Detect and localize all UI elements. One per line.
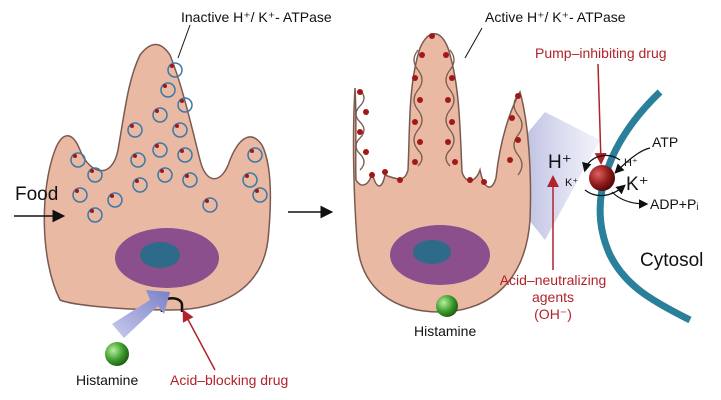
k-plus-cytosol-label: K⁺ xyxy=(626,174,649,195)
histamine-molecule-right xyxy=(436,295,458,317)
h-plus-lumen-label: H⁺ xyxy=(548,152,572,173)
acid-neutralizing-label-line3: (OH⁻) xyxy=(534,306,572,322)
k-plus-influx-arrow xyxy=(584,184,626,197)
food-label: Food xyxy=(15,184,58,205)
inactive-parietal-cell xyxy=(43,43,272,312)
acid-blocking-drug-arrow xyxy=(182,309,216,371)
histamine-label-left: Histamine xyxy=(76,372,138,388)
atp-label: ATP xyxy=(652,134,678,150)
active-pump-pointer xyxy=(464,27,483,59)
canaliculus-edges xyxy=(355,49,523,176)
adp-pi-label: ADP+Pᵢ xyxy=(650,196,699,212)
active-nucleus-core xyxy=(413,240,451,264)
acid-neutralizing-label-line1: Acid–neutralizing xyxy=(500,272,607,288)
active-pump-label: Active H⁺/ K⁺- ATPase xyxy=(485,9,626,25)
atp-arrow xyxy=(614,147,651,174)
histamine-label-right: Histamine xyxy=(414,323,476,339)
k-plus-outer-small-label: K⁺ xyxy=(565,177,578,189)
acid-blocking-drug-label: Acid–blocking drug xyxy=(170,372,288,388)
pump-protein xyxy=(589,165,615,191)
inactive-pump-vesicles xyxy=(70,62,268,223)
inactive-cell-body xyxy=(43,43,272,311)
histamine-activation-arrow xyxy=(112,290,170,338)
cell-membrane xyxy=(596,89,692,324)
inactive-nucleus-core xyxy=(140,242,180,268)
inactive-pump-dots xyxy=(73,64,259,213)
acid-neutralizing-label-line2: agents xyxy=(532,289,574,305)
cytosol-label: Cytosol xyxy=(640,250,703,271)
pump-inhibiting-drug-label: Pump–inhibiting drug xyxy=(535,45,667,61)
adp-release-arrow xyxy=(611,191,649,209)
h-plus-efflux-arrow xyxy=(582,155,621,173)
active-pump-dots xyxy=(357,33,521,185)
h-plus-inner-label: H⁺ xyxy=(624,157,638,169)
histamine-molecule-left xyxy=(105,342,129,366)
pump-inhibiting-drug-arrow xyxy=(594,63,607,165)
inactive-pump-pointer xyxy=(177,24,191,59)
active-parietal-cell xyxy=(352,33,532,313)
inactive-pump-label: Inactive H⁺/ K⁺- ATPase xyxy=(181,9,332,25)
